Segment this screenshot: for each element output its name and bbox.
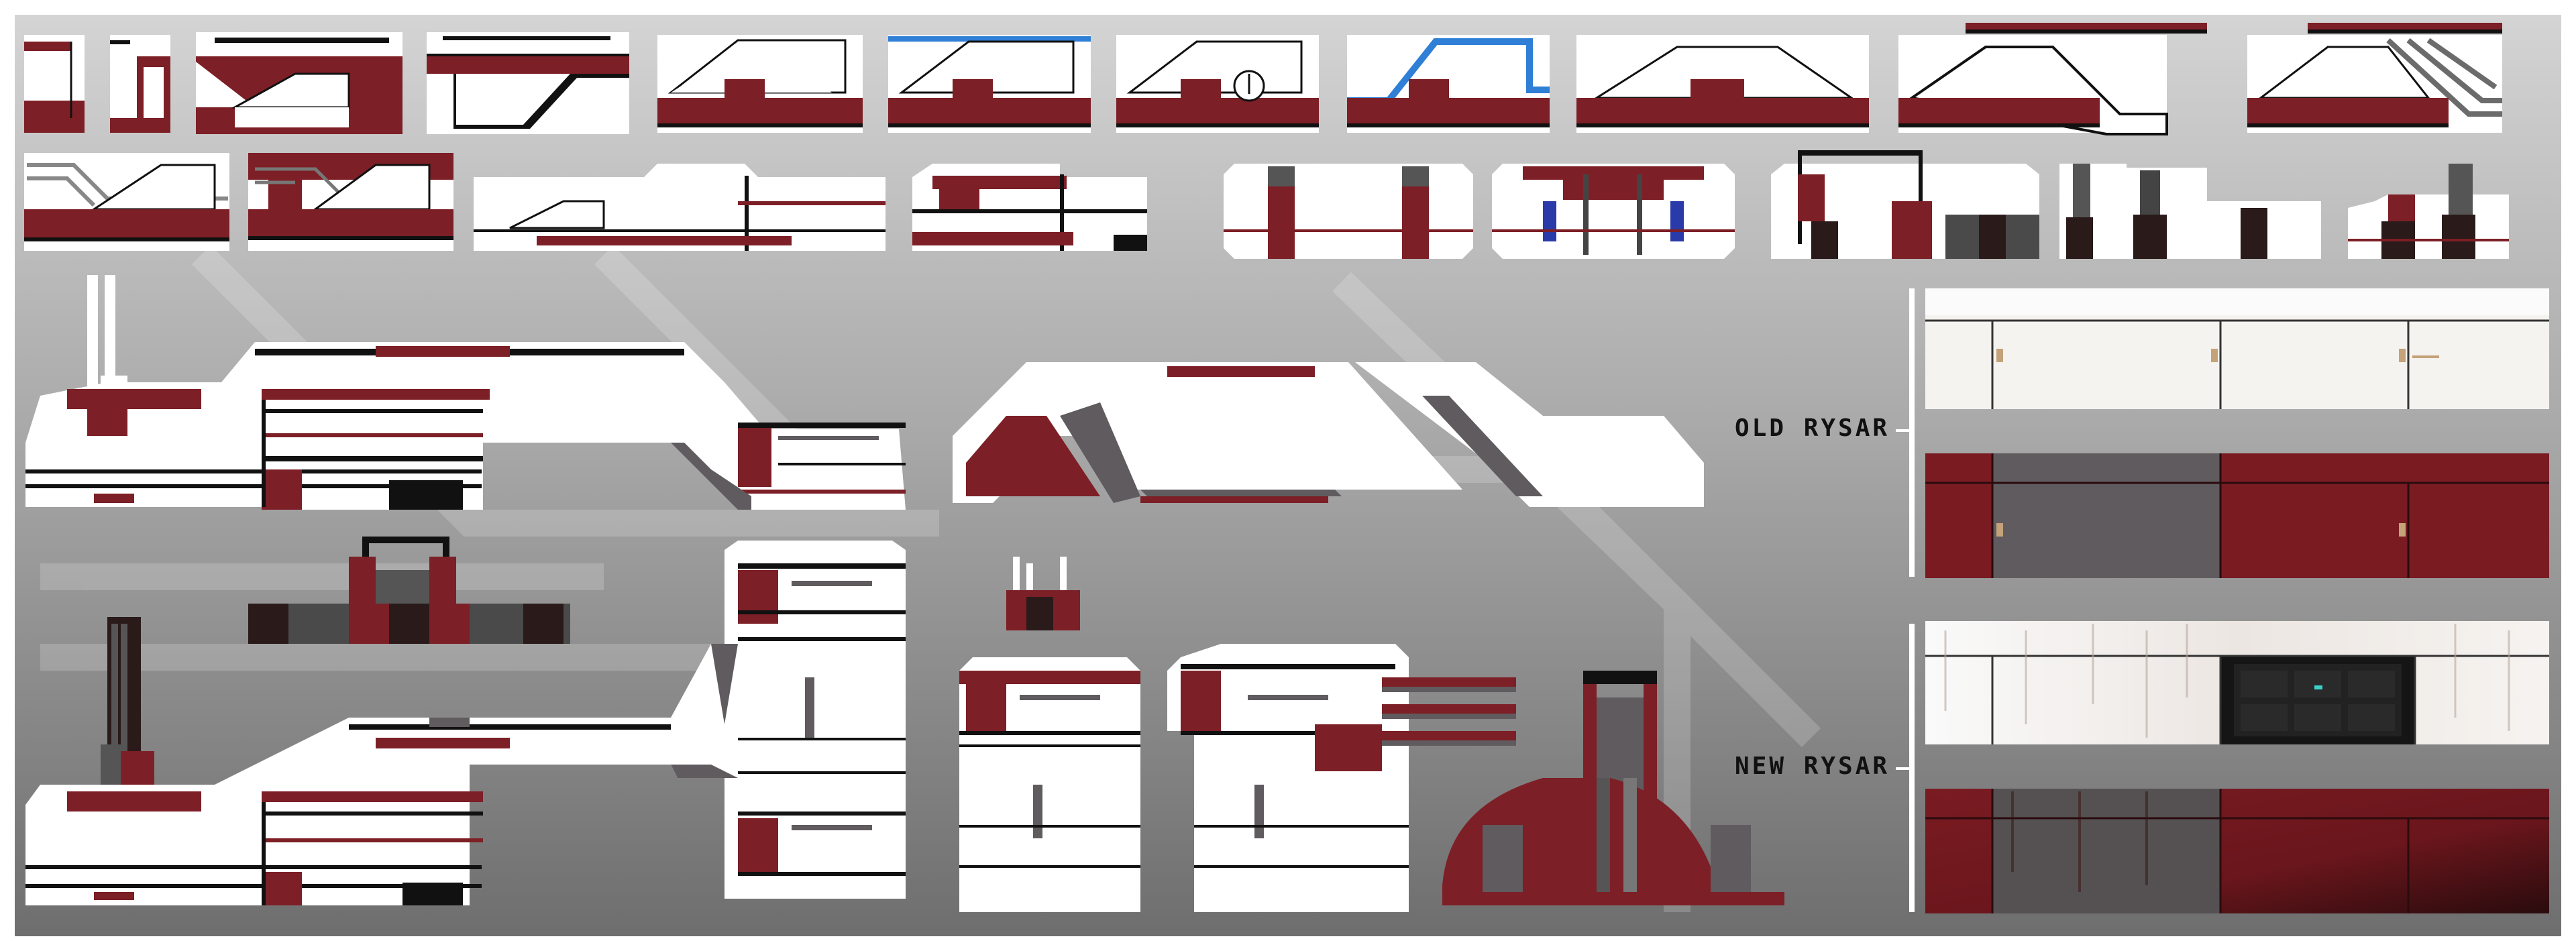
hull-block-stack	[724, 541, 906, 899]
texture-tile	[2247, 23, 2502, 133]
texture-tile	[1347, 35, 1550, 133]
texture-tile	[1576, 35, 1869, 133]
divider-new	[1896, 624, 1915, 912]
texture-tile	[888, 35, 1091, 133]
texture-tile	[1771, 150, 2039, 259]
texture-tile	[474, 164, 885, 251]
hull-frame-center	[953, 362, 1704, 507]
texture-tile	[1224, 164, 1473, 259]
old-rysar-white-texture	[1925, 288, 2549, 409]
texture-tile	[1898, 23, 2207, 135]
new-rysar-white-texture	[1925, 621, 2549, 744]
turret-side-small	[248, 537, 570, 644]
old-rysar-label: OLD RYSAR	[1735, 414, 1890, 442]
texture-tile	[196, 32, 402, 134]
texture-tile	[912, 164, 1147, 251]
divider-old	[1896, 288, 1915, 577]
hull-segment-upper	[25, 275, 906, 510]
tile-row-2	[24, 150, 2509, 259]
texture-tile	[2348, 164, 2509, 259]
texture-tile	[1116, 35, 1319, 133]
texture-tile	[110, 35, 170, 133]
texture-tile	[24, 35, 85, 133]
old-rysar-red-texture	[1925, 453, 2549, 578]
texture-tile	[24, 153, 229, 251]
texture-tile	[248, 153, 453, 251]
new-rysar-label: NEW RYSAR	[1735, 752, 1890, 780]
texture-tile	[2059, 164, 2321, 259]
tile-row-1	[24, 23, 2502, 135]
turret-base-dome	[1442, 671, 1784, 905]
new-rysar-red-texture	[1925, 789, 2549, 913]
texture-tile	[657, 35, 863, 133]
turret-side	[1167, 644, 1516, 912]
turret-front	[959, 557, 1140, 912]
texture-tile	[1492, 164, 1735, 259]
texture-tile	[427, 32, 629, 134]
hull-segment-lower	[25, 617, 738, 905]
